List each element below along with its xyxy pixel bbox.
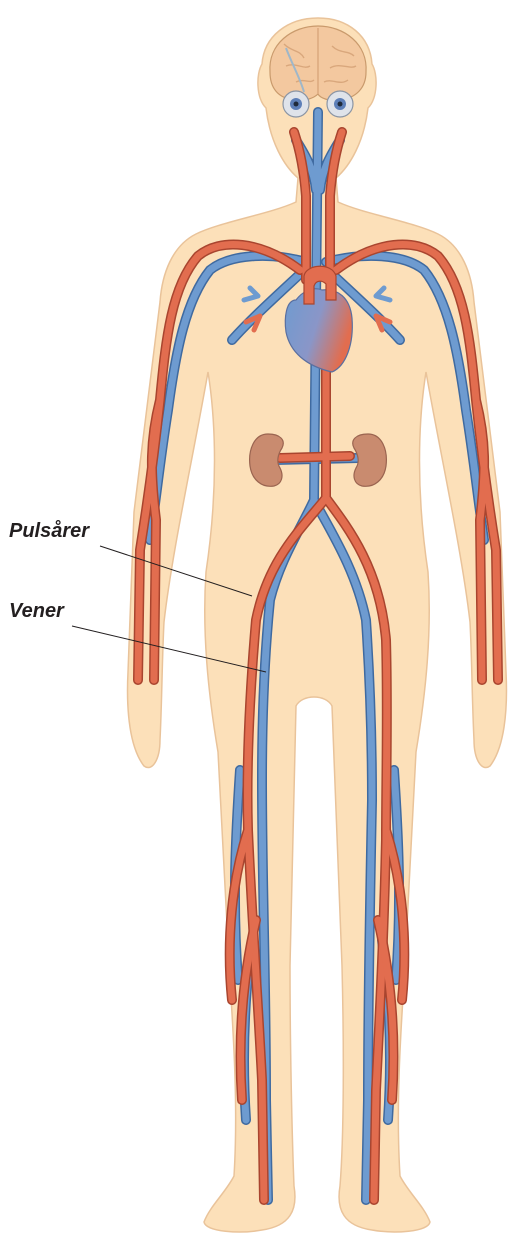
veins-label: Vener bbox=[9, 600, 64, 623]
arteries-label: Pulsårer bbox=[9, 520, 89, 543]
brain-icon bbox=[270, 26, 366, 101]
